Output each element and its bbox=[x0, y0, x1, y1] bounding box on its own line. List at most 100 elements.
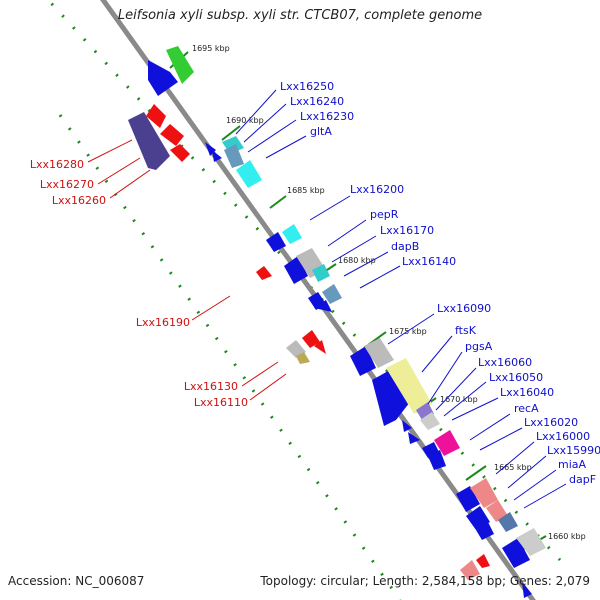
scale-tick-1690 bbox=[221, 125, 241, 141]
gene-label[interactable]: Lxx16250 bbox=[280, 80, 334, 93]
label-connector bbox=[249, 373, 287, 401]
gene-feature[interactable] bbox=[170, 144, 190, 162]
label-connector bbox=[443, 381, 487, 417]
gene-label[interactable]: recA bbox=[514, 402, 539, 415]
gene-label[interactable]: Lxx16190 bbox=[136, 316, 190, 329]
gene-feature[interactable] bbox=[296, 352, 310, 364]
gene-label[interactable]: ftsK bbox=[455, 324, 477, 337]
label-connector bbox=[469, 413, 511, 441]
scale-tick-1665 bbox=[465, 465, 487, 481]
gene-label[interactable]: miaA bbox=[558, 458, 587, 471]
gene-feature[interactable] bbox=[160, 124, 184, 146]
label-connector bbox=[359, 265, 401, 289]
gene-feature[interactable] bbox=[498, 512, 518, 532]
scale-label: 1680 kbp bbox=[338, 256, 376, 265]
gene-feature[interactable] bbox=[166, 46, 194, 84]
gene-feature[interactable] bbox=[466, 506, 490, 530]
label-connector bbox=[435, 367, 477, 411]
label-connector bbox=[309, 195, 351, 221]
gene-feature[interactable] bbox=[386, 358, 432, 414]
label-connector bbox=[523, 483, 567, 509]
label-connector bbox=[87, 139, 133, 163]
gene-feature[interactable] bbox=[314, 340, 326, 354]
gene-feature[interactable] bbox=[314, 300, 332, 312]
label-connector bbox=[495, 441, 535, 475]
scale-label: 1690 kbp bbox=[226, 116, 264, 125]
gene-label[interactable]: Lxx16060 bbox=[478, 356, 532, 369]
genome-title: Leifsonia xyli subsp. xyli str. CTCB07, … bbox=[117, 8, 483, 23]
scale-label: 1660 kbp bbox=[548, 532, 586, 541]
gene-label[interactable]: Lxx16140 bbox=[402, 255, 456, 268]
gene-feature[interactable] bbox=[408, 432, 420, 444]
gene-label[interactable]: Lxx16040 bbox=[500, 386, 554, 399]
gene-label[interactable]: pgsA bbox=[465, 340, 493, 353]
gene-label[interactable]: Lxx15990 bbox=[547, 444, 600, 457]
gene-feature[interactable] bbox=[522, 582, 532, 598]
gene-feature[interactable] bbox=[224, 144, 244, 168]
label-connector bbox=[247, 119, 297, 153]
gene-feature[interactable] bbox=[212, 150, 222, 162]
gene-label[interactable]: Lxx16230 bbox=[300, 110, 354, 123]
scale-label: 1685 kbp bbox=[287, 186, 325, 195]
gene-label[interactable]: Lxx16170 bbox=[380, 224, 434, 237]
scale-ruler-inner bbox=[58, 114, 402, 600]
gene-feature[interactable] bbox=[128, 112, 170, 170]
label-connector bbox=[327, 219, 367, 247]
gene-feature[interactable] bbox=[502, 538, 530, 568]
gene-feature[interactable] bbox=[420, 412, 440, 430]
gene-feature[interactable] bbox=[486, 500, 508, 522]
label-connector bbox=[427, 351, 463, 405]
label-connector bbox=[479, 427, 523, 451]
gene-feature[interactable] bbox=[284, 256, 308, 284]
scale-label: 1665 kbp bbox=[494, 463, 532, 472]
gene-label[interactable]: Lxx16000 bbox=[536, 430, 590, 443]
gene-label[interactable]: Lxx16050 bbox=[489, 371, 543, 384]
scale-tick-1685 bbox=[269, 195, 287, 209]
gene-feature[interactable] bbox=[236, 160, 262, 188]
gene-label[interactable]: Lxx16200 bbox=[350, 183, 404, 196]
gene-label[interactable]: Lxx16110 bbox=[194, 396, 248, 409]
gene-label[interactable]: Lxx16090 bbox=[437, 302, 491, 315]
label-connector bbox=[243, 103, 287, 143]
gene-label[interactable]: Lxx16130 bbox=[184, 380, 238, 393]
gene-feature[interactable] bbox=[322, 284, 342, 304]
label-connector bbox=[241, 361, 279, 387]
gene-label[interactable]: Lxx16260 bbox=[52, 194, 106, 207]
gene-feature[interactable] bbox=[282, 224, 302, 244]
label-connector bbox=[387, 313, 435, 345]
gene-feature[interactable] bbox=[266, 232, 286, 252]
gene-feature[interactable] bbox=[516, 528, 546, 556]
gene-feature[interactable] bbox=[256, 266, 272, 280]
gene-feature[interactable] bbox=[312, 264, 330, 282]
label-connector bbox=[513, 469, 557, 501]
scale-label: 1670 kbp bbox=[440, 395, 478, 404]
gene-label[interactable]: Lxx16020 bbox=[524, 416, 578, 429]
gene-feature[interactable] bbox=[476, 522, 494, 540]
gene-feature[interactable] bbox=[476, 554, 490, 568]
gene-feature[interactable] bbox=[428, 450, 446, 470]
gene-label[interactable]: Lxx16270 bbox=[40, 178, 94, 191]
genome-summary-text: Topology: circular; Length: 2,584,158 bp… bbox=[260, 574, 590, 588]
gene-feature[interactable] bbox=[350, 346, 376, 376]
gene-feature[interactable] bbox=[434, 430, 460, 456]
gene-feature[interactable] bbox=[460, 560, 480, 580]
gene-label[interactable]: dapF bbox=[569, 473, 596, 486]
gene-label[interactable]: Lxx16240 bbox=[290, 95, 344, 108]
gene-feature[interactable] bbox=[148, 60, 178, 96]
gene-feature[interactable] bbox=[456, 486, 480, 512]
label-connector bbox=[109, 169, 151, 199]
gene-feature[interactable] bbox=[364, 338, 394, 368]
label-connector bbox=[451, 397, 499, 421]
gene-feature[interactable] bbox=[372, 370, 410, 426]
gene-feature[interactable] bbox=[146, 104, 166, 128]
gene-label[interactable]: dapB bbox=[391, 240, 419, 253]
gene-feature[interactable] bbox=[302, 330, 320, 348]
label-connector bbox=[507, 455, 547, 489]
gene-label[interactable]: gltA bbox=[310, 125, 332, 138]
label-connector bbox=[331, 235, 377, 263]
gene-feature[interactable] bbox=[402, 420, 412, 432]
gene-label[interactable]: Lxx16280 bbox=[30, 158, 84, 171]
gene-label[interactable]: pepR bbox=[370, 208, 399, 221]
gene-feature[interactable] bbox=[470, 478, 498, 508]
